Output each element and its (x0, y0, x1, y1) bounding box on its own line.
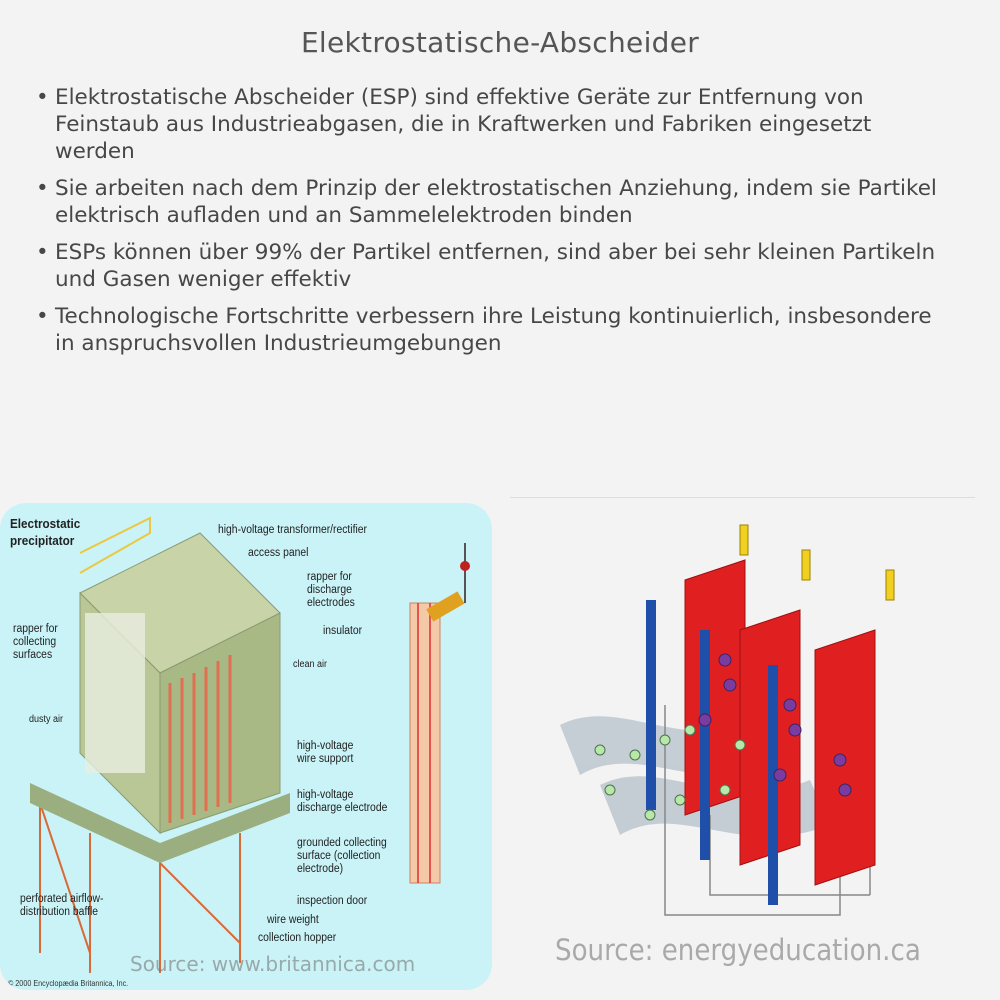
source-caption-left: Source: www.britannica.com (130, 952, 416, 976)
label-discharge-electrode: high-voltage discharge electrode (297, 789, 388, 814)
label-baffle: perforated airflow-distribution baffle (20, 893, 104, 918)
bullet-item: Sie arbeiten nach dem Prinzip der elektr… (36, 175, 956, 229)
label-rapper-collecting: rapper for collecting surfaces (13, 623, 58, 661)
label-transformer: high-voltage transformer/rectifier (218, 524, 367, 536)
bullet-item: ESPs können über 99% der Partikel entfer… (36, 239, 956, 293)
label-access-panel: access panel (248, 547, 309, 559)
precipitator-illustration: Electrostatic precipitator high-voltage … (0, 503, 492, 990)
label-inspection-door: inspection door (297, 895, 368, 907)
copyright-text: © 2000 Encyclopædia Britannica, Inc. (8, 979, 129, 988)
bullet-item: Technologische Fortschritte verbessern i… (36, 303, 956, 357)
label-dusty-air: dusty air (29, 714, 64, 725)
bullet-item: Elektrostatische Abscheider (ESP) sind e… (36, 84, 956, 165)
precipitator-drawing (30, 516, 470, 973)
label-collection-hopper: collection hopper (258, 932, 337, 944)
source-caption-right: Source: energyeducation.ca (555, 933, 921, 967)
bullet-list: Elektrostatische Abscheider (ESP) sind e… (36, 84, 956, 367)
illustration-title: Electrostatic precipitator (10, 516, 81, 548)
esp-principle-diagram: Source: energyeducation.ca (540, 515, 950, 985)
divider (510, 497, 975, 498)
label-wire-weight: wire weight (267, 914, 319, 926)
label-insulator: insulator (323, 625, 363, 637)
label-clean-air: clean air (293, 659, 328, 670)
label-wire-support: high-voltage wire support (297, 740, 354, 765)
label-grounded-surface: grounded collecting surface (collection … (297, 837, 387, 875)
page-title: Elektrostatische-Abscheider (300, 26, 700, 59)
esp-diagram-drawing (560, 524, 895, 916)
label-rapper-discharge: rapper for discharge electrodes (307, 571, 355, 609)
